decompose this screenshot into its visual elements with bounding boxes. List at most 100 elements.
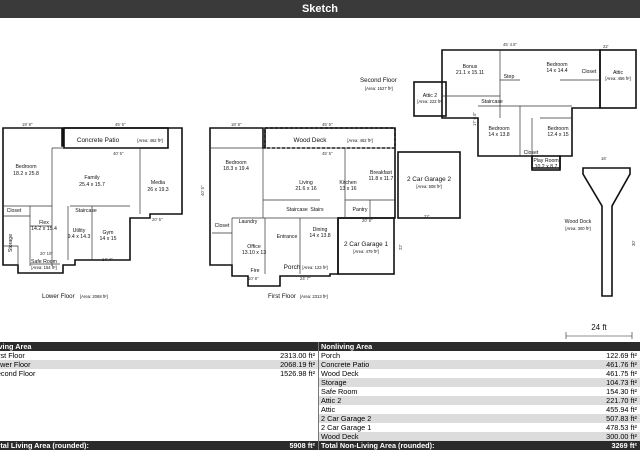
attic-2-outline [413, 81, 447, 117]
office-dim: 13.10 x 13 [242, 250, 266, 256]
garage-1-label: 2 Car Garage 1 [344, 241, 388, 248]
garage-1-area: [Area: 479 ft²] [353, 249, 378, 254]
garage-1-outline [337, 217, 395, 275]
second-staircase-label: Staircase [481, 99, 503, 105]
bonus-label: Bonus [463, 64, 478, 70]
nonliving-area-total-row: Total Non-Living Area (rounded): 3269 ft… [319, 441, 640, 450]
wood-deck-area: [Area: 462 ft²] [347, 138, 372, 143]
lower-dim-inner: 40' 5" [113, 151, 124, 156]
stairs-label: Stairs [310, 207, 324, 213]
lower-bedroom-label: Bedroom [15, 164, 36, 170]
lower-closet-label: Closet [7, 208, 22, 214]
second-bedroom-b-label: Bedroom [488, 126, 509, 132]
concrete-patio-area: [Area: 462 ft²] [137, 138, 162, 143]
table-row: Safe Room 154.30 ft² [319, 387, 640, 396]
living-area-total-row: Total Living Area (rounded): 5908 ft² [0, 441, 318, 450]
row-value: 455.94 ft² [606, 405, 637, 414]
row-value: 507.83 ft² [606, 414, 637, 423]
row-value: 300.00 ft² [606, 432, 637, 441]
second-dim-right: 22' [603, 44, 609, 49]
wood-dock-plan: 16' 30' Wood Dock [Area: 300 ft²] [565, 156, 636, 297]
safe-room-label: Safe Room [31, 259, 57, 265]
first-dim-bottom-b: 24' 7" [300, 276, 311, 281]
total-label: Total Non-Living Area (rounded): [321, 441, 435, 450]
attic-2-area: [Area: 222 ft²] [417, 99, 442, 104]
attic-area: [Area: 456 ft²] [605, 76, 630, 81]
first-floor-title: First Floor [268, 293, 296, 300]
second-bedroom-a-dim: 14 x 14.4 [546, 68, 567, 74]
living-label: Living [299, 180, 313, 186]
kitchen-label: Kitchen [339, 180, 356, 186]
living-area-header-row: Living Area [0, 342, 318, 351]
row-value: 221.70 ft² [606, 396, 637, 405]
office-label: Office [247, 244, 261, 250]
gym-label: Gym [103, 230, 114, 236]
total-value: 3269 ft² [611, 441, 637, 450]
sketch-title-bar: Sketch [0, 0, 640, 18]
utility-dim: 9.4 x 14.3 [68, 234, 91, 240]
second-dim-top: 45' 4.5" [503, 42, 517, 47]
breakfast-label: Breakfast [370, 170, 392, 176]
first-dim-bottom-a: 10' 8" [248, 276, 259, 281]
dock-dim-top: 16' [601, 156, 607, 161]
second-bedroom-b-dim: 14 x 13.8 [488, 132, 509, 138]
row-label: Attic [321, 405, 336, 414]
lower-dim-top-right: 45' 5" [115, 122, 126, 127]
garage-dim-width: 22' [424, 214, 430, 219]
wood-dock-outline [582, 167, 631, 297]
bonus-dim: 21.1 x 15.11 [456, 70, 484, 76]
floor-plan-sketch: 19' 8" 45' 5" 40' 5" 20' 5" 20' 10" 14' … [2, 42, 637, 339]
attic-2-label: Attic 2 [423, 93, 438, 99]
first-dim-inner: 45' 5" [322, 151, 333, 156]
play-room-outline [531, 155, 561, 171]
row-value: 461.75 ft² [606, 369, 637, 378]
table-row: First Floor 2313.00 ft² [0, 351, 318, 360]
first-dim-top-right: 45' 5" [322, 122, 333, 127]
lower-dim-bottom-a: 20' 10" [40, 251, 53, 256]
breakfast-dim: 11.8 x 11.7 [369, 176, 394, 182]
gym-dim: 14 x 15 [99, 236, 116, 242]
second-floor-area: [Area: 1527 ft²] [365, 86, 393, 91]
table-row: Attic 2 221.70 ft² [319, 396, 640, 405]
lower-dim-right: 20' 5" [152, 217, 163, 222]
living-dim: 21.6 x 16 [295, 186, 316, 192]
table-row: Wood Deck 461.75 ft² [319, 369, 640, 378]
pantry-label: Pantry [353, 207, 368, 213]
row-value: 2068.19 ft² [280, 360, 315, 369]
row-value: 461.76 ft² [606, 360, 637, 369]
second-bedroom-c-dim: 12.4 x 15 [547, 132, 568, 138]
first-bedroom-label: Bedroom [225, 160, 246, 166]
table-row: Storage 104.73 ft² [319, 378, 640, 387]
second-floor-title: Second Floor [360, 77, 397, 84]
page-title: Sketch [301, 3, 339, 15]
living-area-header: Living Area [0, 342, 32, 351]
play-room-label: Play Room [533, 158, 558, 164]
table-row: Concrete Patio 461.76 ft² [319, 360, 640, 369]
utility-label: Utility [73, 228, 86, 234]
first-floor-area: [Area: 2313 ft²] [300, 294, 328, 299]
first-dim-top-left: 18' 8" [231, 122, 242, 127]
table-row: 2 Car Garage 1 478.53 ft² [319, 423, 640, 432]
row-label: Safe Room [321, 387, 358, 396]
row-value: 1526.98 ft² [280, 369, 315, 378]
row-value: 122.69 ft² [606, 351, 637, 360]
garage-2-label: 2 Car Garage 2 [407, 176, 451, 183]
dining-dim: 14 x 13.8 [309, 233, 330, 239]
wood-deck-outline [264, 127, 396, 149]
family-label: Family [84, 175, 100, 181]
closet-lower-label: Closet [524, 150, 539, 156]
row-label: Concrete Patio [321, 360, 370, 369]
row-label: Lower Floor [0, 360, 31, 369]
porch-label: Porch [284, 264, 301, 271]
porch-area: [Area: 123 ft²] [302, 265, 327, 270]
flex-label: Flex [39, 220, 49, 226]
row-value: 154.30 ft² [606, 387, 637, 396]
lower-staircase-label: Staircase [75, 208, 97, 214]
lower-floor-title: Lower Floor [42, 293, 75, 300]
row-label: Second Floor [0, 369, 36, 378]
second-floor-plan: Second Floor [Area: 1527 ft²] 45' 4.5" 2… [360, 42, 637, 171]
nonliving-area-header: Nonliving Area [321, 342, 373, 351]
wood-dock-label: Wood Dock [565, 219, 592, 225]
wood-dock-area: [Area: 300 ft²] [565, 226, 590, 231]
nonliving-area-table: Nonliving Area Porch 122.69 ft² Concrete… [318, 342, 640, 450]
